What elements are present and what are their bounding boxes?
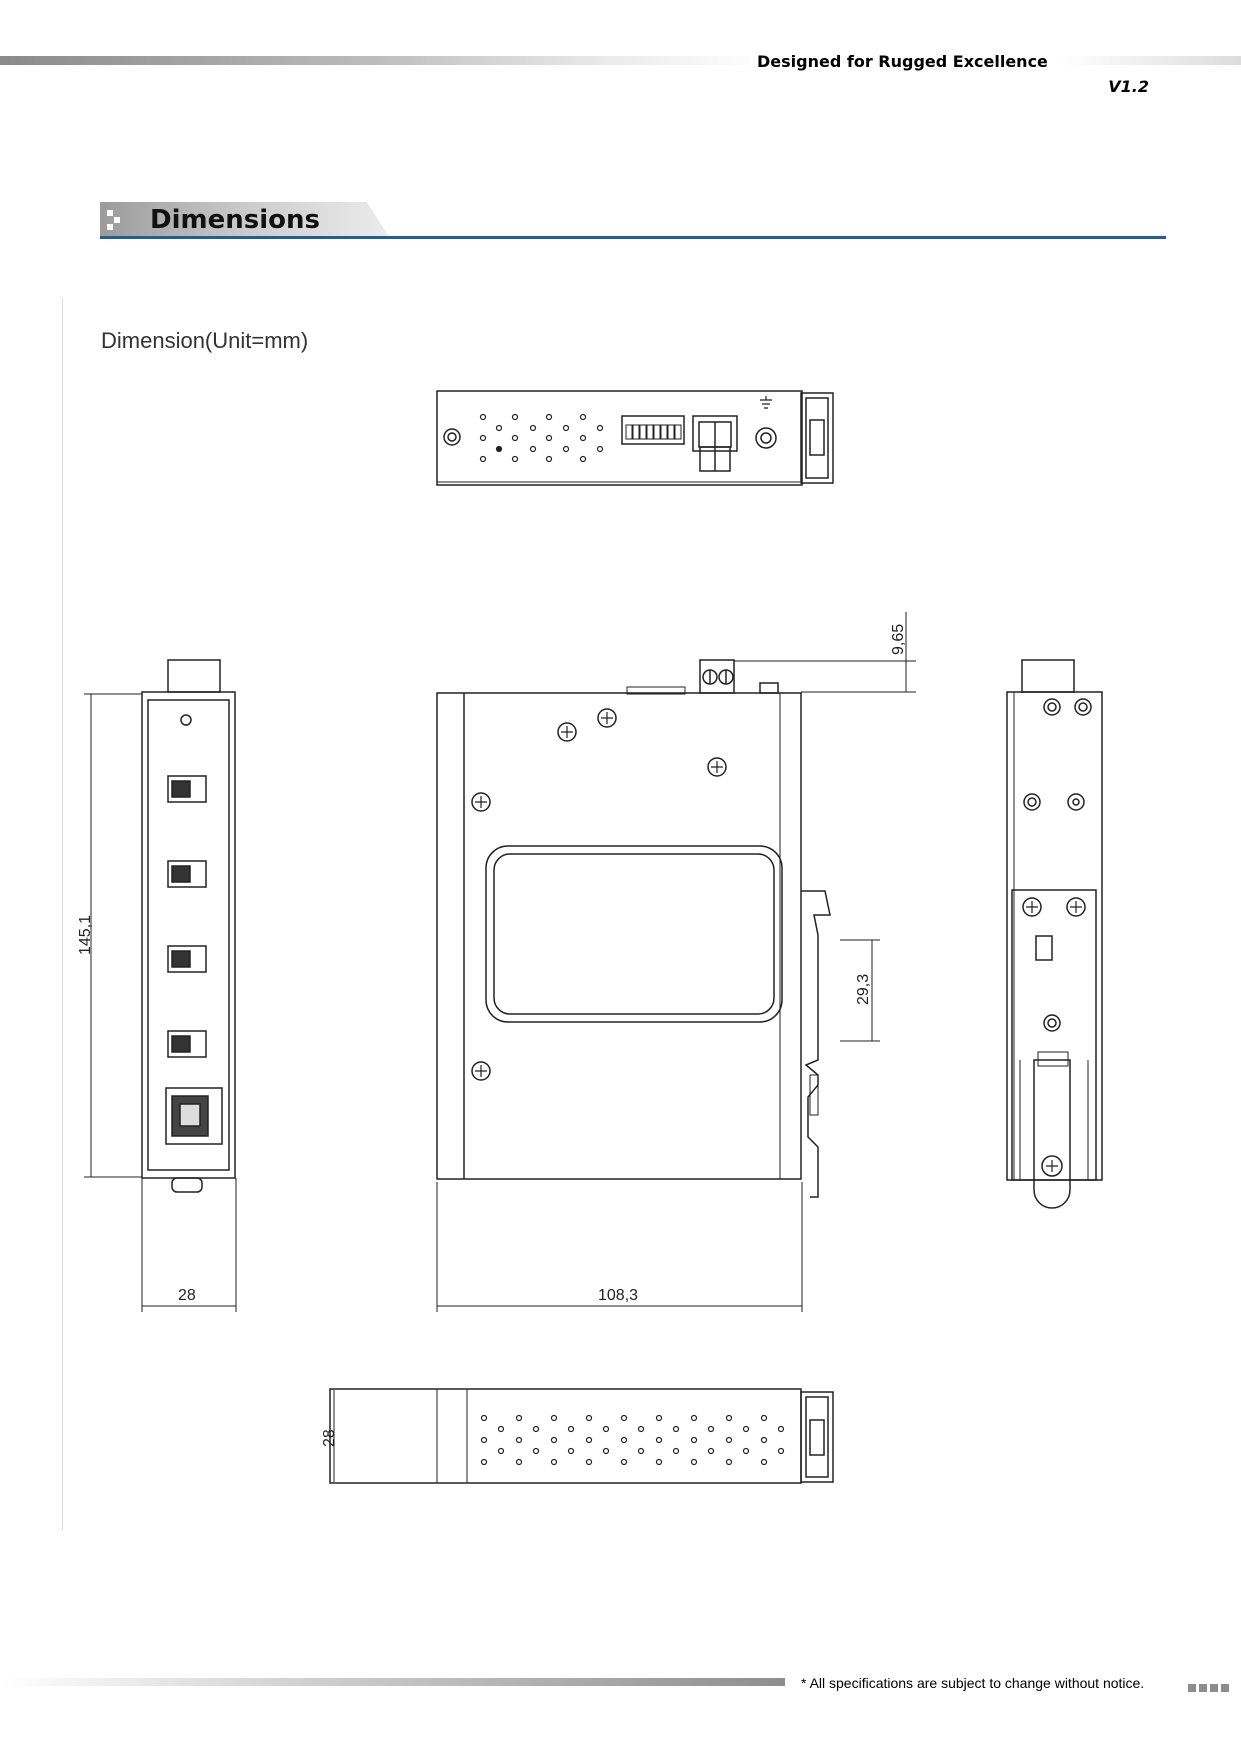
top-view: [436, 390, 834, 486]
sfp-port-4: [167, 1030, 207, 1058]
top-vent-holes: [479, 413, 604, 463]
sfp-port-1: [167, 775, 207, 803]
dim-top-offset-label: 9,65: [890, 624, 907, 655]
footer-disclaimer: * All specifications are subject to chan…: [801, 1675, 1145, 1691]
left-margin-rule: [62, 298, 63, 1530]
rj45-port: [165, 1087, 223, 1145]
left-view: [84, 659, 237, 1312]
sfp-port-3: [167, 945, 207, 973]
header-gradient-bar-right: [1060, 56, 1241, 65]
footer-gradient-bar: [0, 1678, 785, 1686]
dimension-caption: Dimension(Unit=mm): [101, 328, 309, 353]
header-tagline: Designed for Rugged Excellence: [757, 52, 1048, 71]
right-view: [1006, 659, 1103, 1209]
front-screws: [471, 708, 727, 1081]
bottom-vent-holes: [480, 1414, 785, 1466]
dim-din-rail-label: 29,3: [855, 974, 872, 1005]
dim-height-label: 145,1: [77, 915, 94, 955]
dim-front-width-label: 108,3: [598, 1287, 638, 1304]
front-view: [436, 612, 916, 1312]
section-bullet-icon: [107, 210, 121, 230]
dim-side-width-label: 28: [178, 1287, 196, 1304]
header-gradient-bar: [0, 56, 770, 65]
section-underline: [100, 236, 1166, 239]
footer-decorative-squares: [1188, 1677, 1232, 1696]
sfp-port-2: [167, 860, 207, 888]
dim-bottom-depth-label: 28: [321, 1429, 338, 1447]
section-title: Dimensions: [150, 205, 320, 235]
bottom-view: [329, 1388, 834, 1484]
section-heading-tab: [100, 202, 390, 238]
version-label: V1.2: [1108, 77, 1149, 96]
